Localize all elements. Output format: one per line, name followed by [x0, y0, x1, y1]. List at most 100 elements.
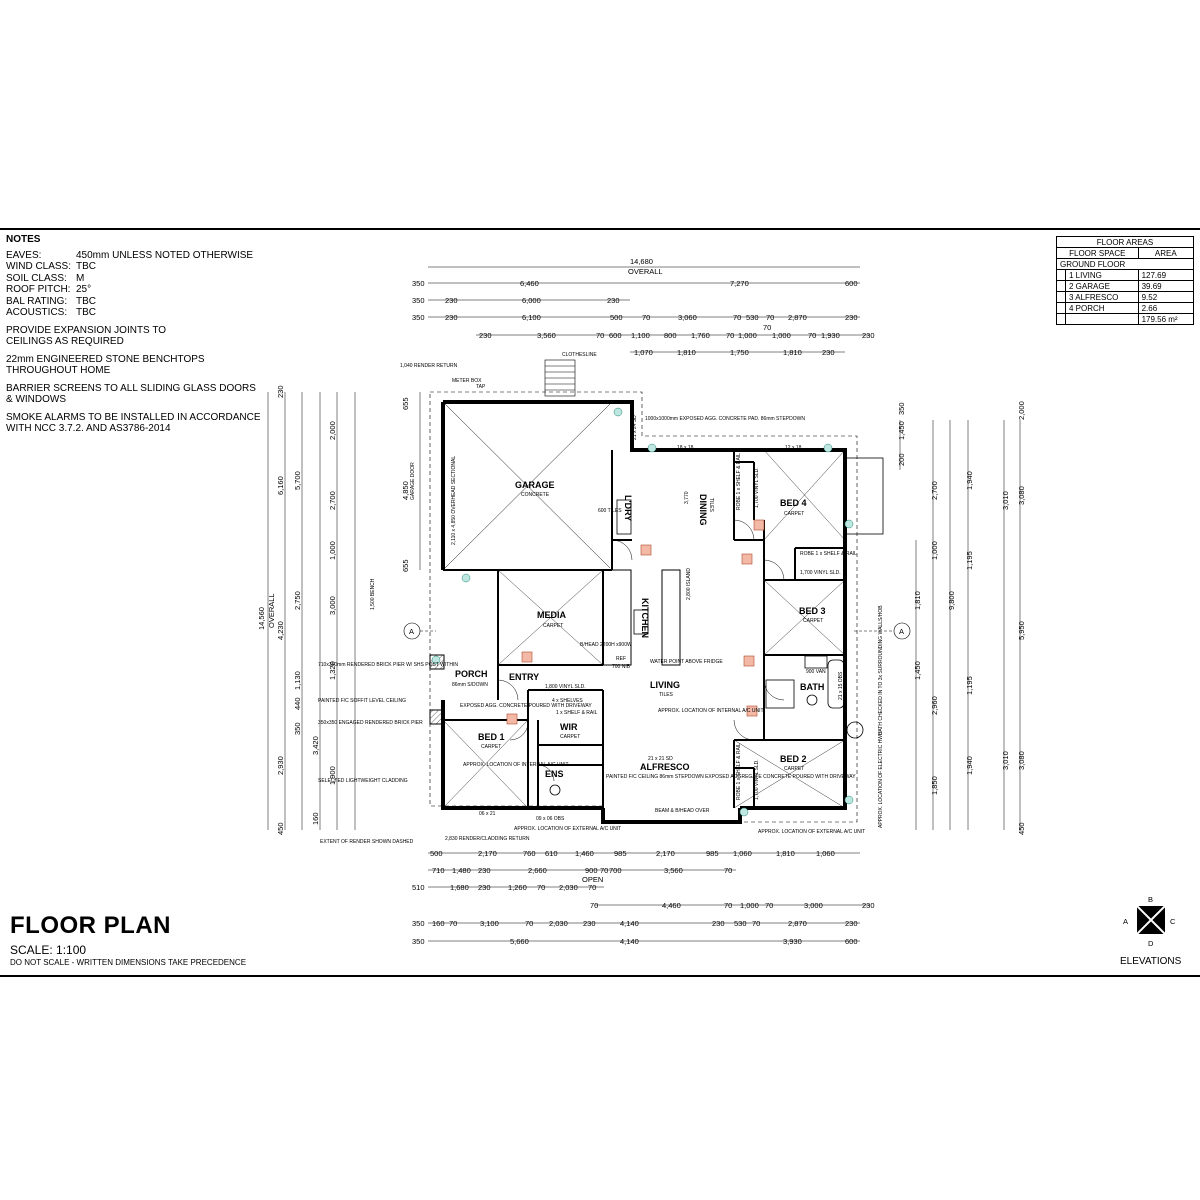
room-finish-bed2: CARPET	[784, 766, 804, 772]
dim-text: 2,750	[293, 591, 302, 610]
render-cladding-label: 2,830 RENDER/CLADDING RETURN	[445, 836, 530, 842]
engaged-pier-label: 350x350 ENGAGED RENDERED BRICK PIER	[318, 720, 423, 726]
room-label-bed4: BED 4	[780, 498, 807, 508]
dim-text: 2,000	[328, 421, 337, 440]
nib-label: 700 NIB	[612, 664, 631, 670]
dim-text: 1,070	[634, 348, 653, 357]
dim-text: 1,320	[328, 661, 337, 680]
notes-heading: NOTES	[6, 234, 41, 245]
room-finish-bed3: CARPET	[803, 618, 823, 624]
dim-text: 1,195	[965, 676, 974, 695]
room-label-bath: BATH	[800, 682, 824, 692]
dim-text: 3,560	[664, 866, 683, 875]
dim-text: 350	[412, 279, 425, 288]
note-row: EAVES:450mm UNLESS NOTED OTHERWISE	[6, 250, 336, 262]
dim-text: 350	[293, 722, 302, 735]
dim-text: 230	[822, 348, 835, 357]
brick-pier	[429, 709, 445, 725]
note-key: SOIL CLASS:	[6, 272, 67, 284]
dim-text: OVERALL	[628, 267, 663, 276]
room-diagonals	[442, 449, 846, 809]
dim-text: 1,000	[930, 541, 939, 560]
dim-text: 230	[712, 919, 725, 928]
dim-text: 70	[525, 919, 533, 928]
island-label: 2,800 ISLAND	[686, 568, 692, 600]
bulkhead-label: B/HEAD 2200H x900W	[580, 642, 632, 648]
tap-label: TAP	[476, 384, 486, 390]
room-label-wir: WIR	[560, 722, 578, 732]
dim-text: 530	[746, 313, 759, 322]
dim-text: 900	[585, 866, 598, 875]
dim-text: 1,810	[783, 348, 802, 357]
bench-label: 1,500 BENCH	[370, 578, 376, 610]
dim-text: 70	[588, 883, 596, 892]
dim-text: 1,760	[691, 331, 710, 340]
window-label: 18 x 18	[677, 445, 694, 451]
room-finish-porch: 86mm S/DOWN	[452, 682, 488, 688]
note-value: TBC	[76, 307, 96, 318]
toilet-icon	[549, 784, 561, 796]
dim-text: 3,000	[328, 596, 337, 615]
dim-text: 160	[432, 919, 445, 928]
dim-text: 1,810	[776, 849, 795, 858]
window-label: 21 x 21 SD	[648, 756, 673, 762]
dim-text: 3,000	[804, 901, 823, 910]
dim-text: 14,680	[630, 257, 653, 266]
dim-text: 6,160	[276, 476, 285, 495]
wir-shelf-label: 1 x SHELF & RAIL	[556, 710, 598, 716]
dim-text: 70	[600, 866, 608, 875]
garage-door-label: GARAGE DOOR	[410, 462, 416, 500]
dim-text: 1,060	[733, 849, 752, 858]
page-title: FLOOR PLAN	[10, 912, 171, 939]
dim-text: 1,000	[738, 331, 757, 340]
elevation-a: A	[1123, 917, 1128, 926]
note-key: EAVES:	[6, 249, 42, 261]
overhead-door-label: 2,110 x 4,850 OVERHEAD SECTIONAL	[451, 456, 457, 545]
note-paragraph: 22mm ENGINEERED STONE BENCHTOPS THROUGHO…	[6, 353, 205, 377]
dim-text: 2,000	[1017, 401, 1026, 420]
room-label-bed3: BED 3	[799, 606, 826, 616]
dim-text: 2,030	[549, 919, 568, 928]
dim-text: 1,000	[328, 541, 337, 560]
dim-text: 1,000	[740, 901, 759, 910]
dim-text: 2,930	[276, 756, 285, 775]
dim-text: 2,870	[788, 919, 807, 928]
robe-label: ROBE 1 x SHELF & RAIL	[736, 743, 742, 800]
dim-text: 1,810	[677, 348, 696, 357]
dim-text: 70	[763, 323, 771, 332]
dim-text: 4,140	[620, 937, 639, 946]
room-label-entry: ENTRY	[509, 672, 539, 682]
room-finish-garage: CONCRETE	[521, 492, 550, 498]
water-point-label: WATER POINT ABOVE FRIDGE	[650, 659, 723, 665]
dim-text: 985	[706, 849, 719, 858]
dim-text: 985	[614, 849, 627, 858]
hws-label: APPROX. LOCATION OF ELECTRIC HWU	[878, 731, 884, 828]
ac-living-label: APPROX. LOCATION OF INTERNAL A/C UNIT	[658, 708, 764, 714]
room-label-dining: DINING	[698, 494, 708, 526]
dim-text: 230	[607, 296, 620, 305]
dim-text: 70	[590, 901, 598, 910]
dim-text: 9,800	[947, 591, 956, 610]
dim-text: 3,010	[1001, 751, 1010, 770]
dim-text: 70	[766, 313, 774, 322]
elevations-label: ELEVATIONS	[1120, 956, 1182, 967]
dim-text: 350	[412, 919, 425, 928]
robe-label: ROBE 1 x SHELF & RAIL	[800, 551, 857, 557]
concrete-pad-label: 1000x1000mm EXPOSED AGG. CONCRETE PAD. 8…	[645, 416, 805, 422]
dim-text: 3,080	[1017, 486, 1026, 505]
vinyl-label: 1,700 VINYL SLD.	[800, 570, 841, 576]
dim-text: 1,680	[450, 883, 469, 892]
dim-text: 230	[478, 883, 491, 892]
dim-text: 5,660	[510, 937, 529, 946]
dim-text: 230	[276, 385, 285, 398]
room-label-garage: GARAGE	[515, 480, 555, 490]
clothesline-label: CLOTHESLINE	[562, 352, 597, 358]
room-finish-wir: CARPET	[560, 734, 580, 740]
soffit-note-label: PAINTED F/C SOFFIT LEVEL CEILING	[318, 698, 406, 704]
dim-text: 70	[752, 919, 760, 928]
dim-text: 2,030	[559, 883, 578, 892]
note-key: ROOF PITCH:	[6, 284, 71, 295]
note-value: TBC	[76, 295, 96, 307]
